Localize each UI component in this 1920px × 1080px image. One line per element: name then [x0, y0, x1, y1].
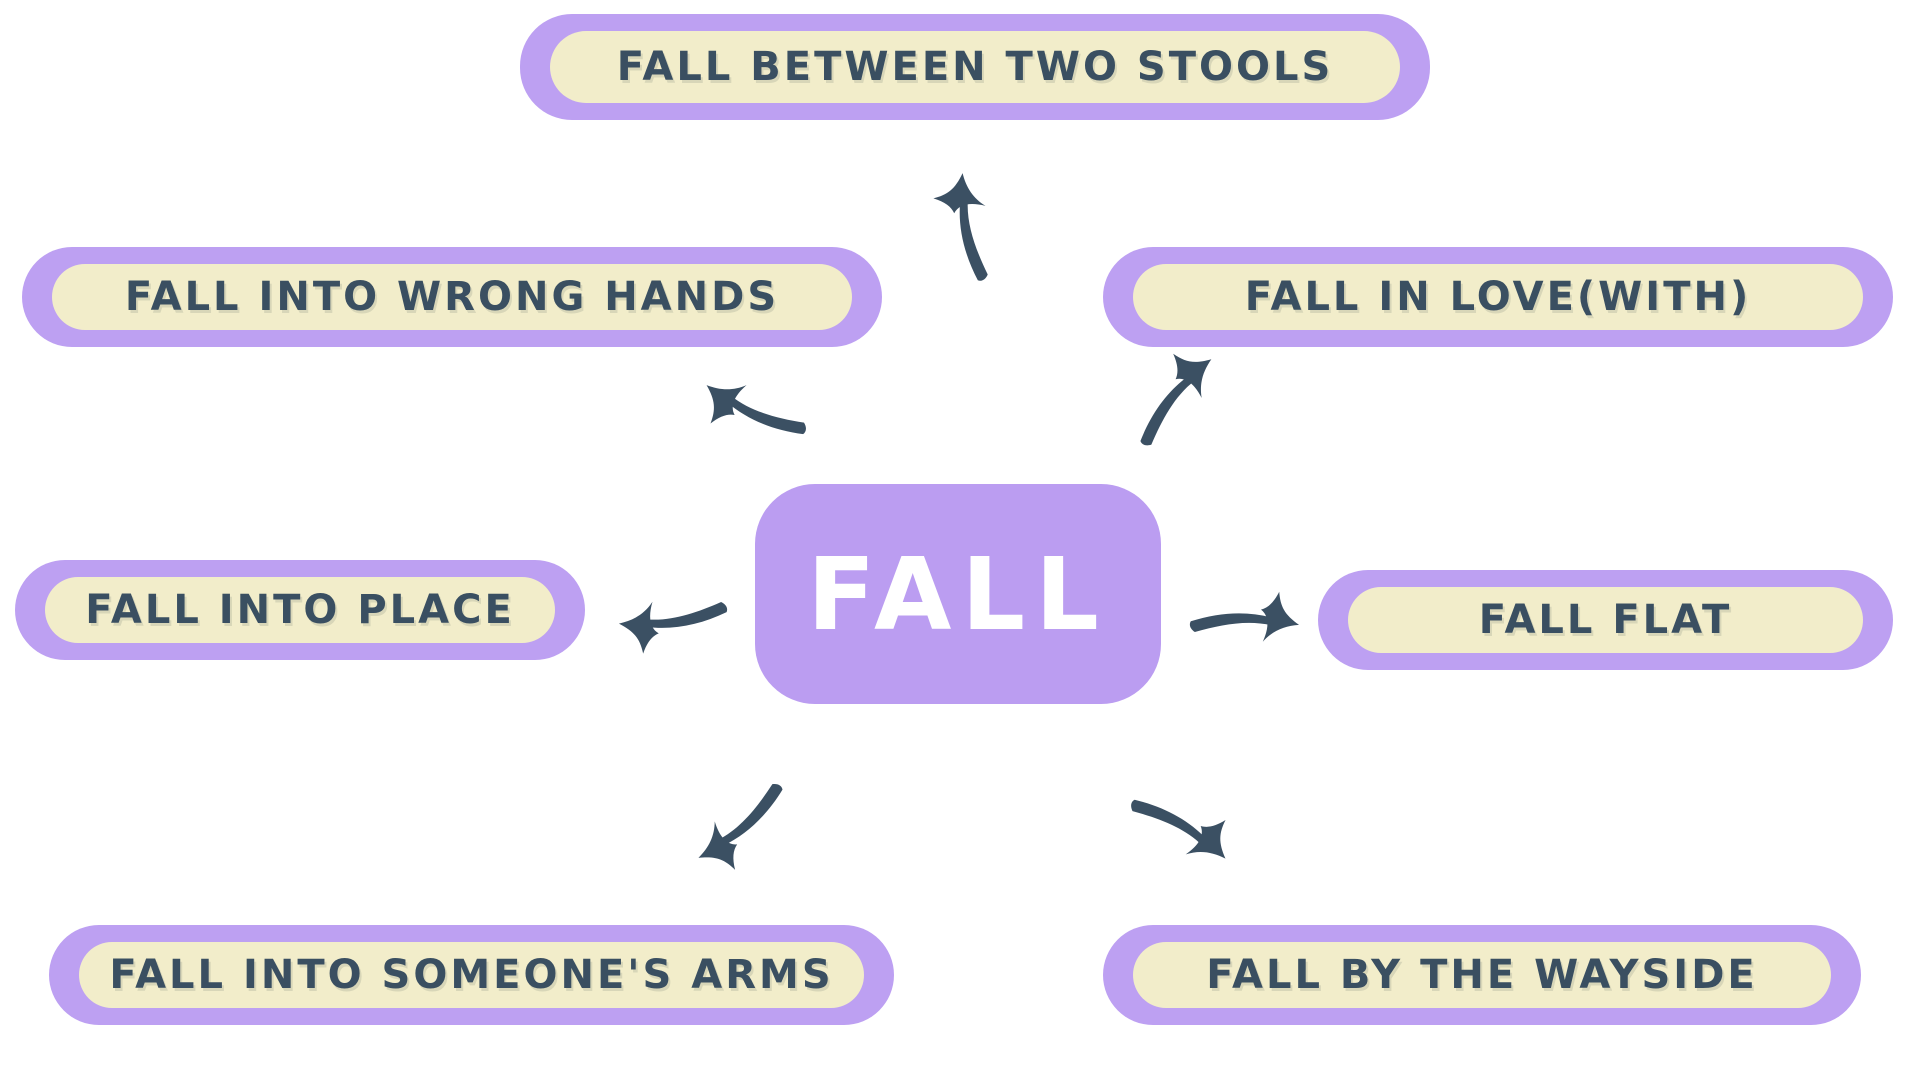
- node-label: FALL INTO PLACE: [85, 587, 515, 633]
- node-inner: FALL INTO PLACE: [45, 577, 555, 643]
- node-inner: FALL IN LOVE(WITH): [1133, 264, 1863, 330]
- node-fall-into-wrong-hands: FALL INTO WRONG HANDS: [22, 247, 882, 347]
- node-inner: FALL FLAT: [1348, 587, 1863, 653]
- node-label: FALL BETWEEN TWO STOOLS: [616, 44, 1334, 90]
- center-label: FALL: [807, 535, 1109, 653]
- arrow-to-fall-into-wrong-hands-icon: [693, 367, 811, 468]
- node-inner: FALL BETWEEN TWO STOOLS: [550, 31, 1400, 103]
- node-inner: FALL INTO WRONG HANDS: [52, 264, 852, 330]
- node-label: FALL INTO WRONG HANDS: [124, 274, 780, 320]
- node-label: FALL INTO SOMEONE'S ARMS: [109, 952, 834, 998]
- arrow-to-fall-by-the-wayside-icon: [1126, 768, 1242, 876]
- arrow-to-fall-between-two-stools-icon: [931, 171, 991, 284]
- node-fall-in-love-with: FALL IN LOVE(WITH): [1103, 247, 1893, 347]
- node-fall-by-the-wayside: FALL BY THE WAYSIDE: [1103, 925, 1861, 1025]
- node-inner: FALL BY THE WAYSIDE: [1133, 942, 1831, 1008]
- node-fall-between-two-stools: FALL BETWEEN TWO STOOLS: [520, 14, 1430, 120]
- center-node: FALL: [755, 484, 1161, 704]
- node-label: FALL BY THE WAYSIDE: [1206, 952, 1758, 998]
- node-label: FALL FLAT: [1478, 597, 1733, 643]
- node-fall-into-place: FALL INTO PLACE: [15, 560, 585, 660]
- node-inner: FALL INTO SOMEONE'S ARMS: [79, 942, 864, 1008]
- arrow-to-fall-into-place-icon: [618, 599, 729, 655]
- arrow-to-fall-in-love-with-icon: [1115, 338, 1226, 451]
- arrow-to-fall-into-someones-arms-icon: [686, 778, 801, 884]
- node-fall-flat: FALL FLAT: [1318, 570, 1893, 670]
- node-fall-into-someones-arms: FALL INTO SOMEONE'S ARMS: [49, 925, 894, 1025]
- arrow-to-fall-flat-icon: [1188, 582, 1303, 646]
- node-label: FALL IN LOVE(WITH): [1244, 274, 1752, 320]
